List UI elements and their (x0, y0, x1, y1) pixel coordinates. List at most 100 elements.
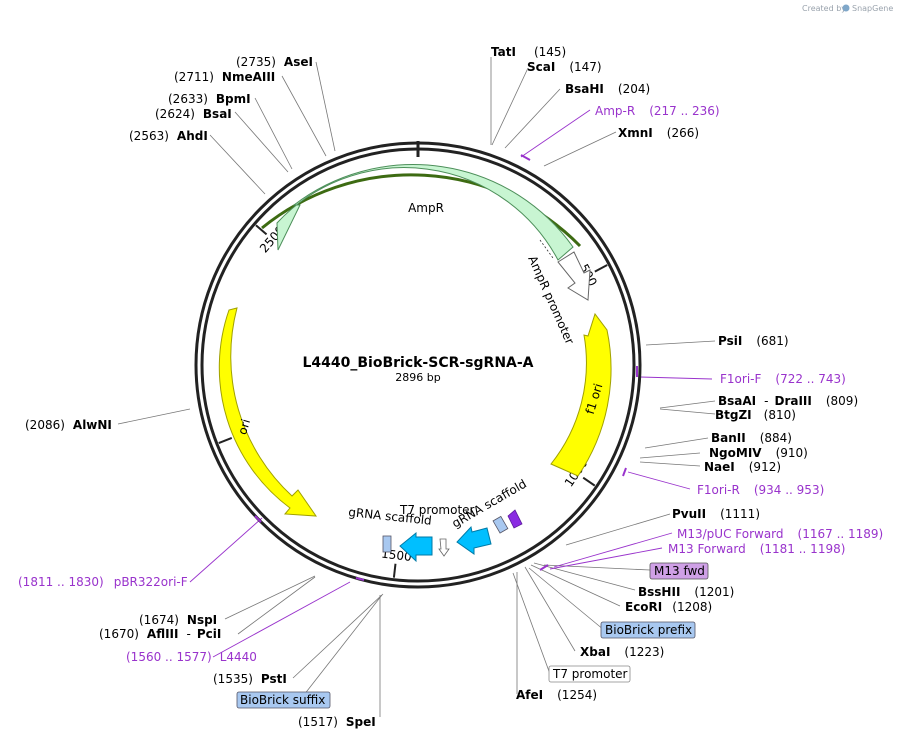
leader-PsiI (645, 340, 716, 346)
t7-promoter-arrow (438, 538, 450, 557)
primer-M13pUC[interactable]: M13/pUC Forward(1167 .. 1189) (677, 527, 883, 541)
ampr-promoter-arrow (557, 251, 591, 301)
leader-M13Fwd (549, 547, 663, 570)
leader-XmnI (543, 131, 617, 167)
f1ori-arrow (550, 312, 612, 477)
site-AhdI[interactable]: (2563)AhdI (129, 129, 208, 143)
box-t7-promoter[interactable]: T7 promoter (548, 665, 631, 683)
box-biobrick-prefix[interactable]: BioBrick prefix (600, 621, 696, 639)
snapgene-logo-icon (842, 4, 850, 12)
tick-mark-1000 (582, 476, 596, 487)
leader-F1oriR (627, 471, 691, 490)
site-AflIII-PciI[interactable]: (1670)AflIII-PciI (99, 627, 221, 641)
ori-arrow (218, 307, 317, 517)
leader-AlwNI (117, 408, 191, 425)
site-NgoMIV[interactable]: NgoMIV(910) (709, 446, 808, 460)
leader-suffix (299, 594, 383, 701)
leader-EcoRI (530, 564, 621, 607)
boxed-labels: M13 fwd BioBrick prefix T7 promoter BioB… (236, 562, 709, 709)
primer-mark-M13 (539, 564, 549, 571)
site-TatI[interactable]: TatI(145) (491, 45, 566, 59)
leader-M13pUC (553, 532, 673, 568)
site-AseI[interactable]: (2735)AseI (236, 55, 313, 69)
site-NmeAIII[interactable]: (2711)NmeAIII (174, 70, 275, 84)
site-XmnI[interactable]: XmnI(266) (618, 126, 699, 140)
small-purple-feature (507, 509, 523, 529)
site-PstI[interactable]: (1535)PstI (213, 672, 287, 686)
primer-F1oriR[interactable]: F1ori-R(934 .. 953) (697, 483, 824, 497)
primer-mark-pBR322 (254, 515, 262, 523)
leader-XbaI (524, 566, 576, 652)
leader-ScaI (491, 67, 529, 146)
plasmid-name: L4440_BioBrick-SCR-sgRNA-A (302, 355, 533, 371)
leader-F1oriF (639, 376, 713, 380)
primer-AmpR[interactable]: Amp-R(217 .. 236) (595, 104, 720, 118)
site-ScaI[interactable]: ScaI(147) (527, 60, 602, 74)
grna-scaffold-right-arrow (456, 525, 492, 555)
small-blue-box-1 (492, 515, 509, 534)
feature-label-ampr: AmpR (408, 201, 444, 215)
snapgene-credit: Created by SnapGene (802, 4, 893, 13)
primer-F1oriF[interactable]: F1ori-F(722 .. 743) (720, 372, 846, 386)
site-BpmI[interactable]: (2633)BpmI (168, 92, 251, 106)
leader-BsaAI (659, 400, 716, 409)
features (218, 164, 612, 563)
site-AfeI[interactable]: AfeI(1254) (516, 688, 597, 702)
site-NaeI[interactable]: NaeI(912) (704, 460, 781, 474)
box-suffix-text: BioBrick suffix (240, 693, 325, 707)
leader-L4440 (212, 581, 351, 658)
site-AlwNI[interactable]: (2086)AlwNI (25, 418, 112, 432)
site-BsaI[interactable]: (2624)BsaI (155, 107, 232, 121)
site-SpeI[interactable]: (1517)SpeI (298, 715, 376, 729)
leader-PstI (292, 593, 384, 679)
leader-AmpR-primer (520, 109, 591, 158)
leader-BsaI (234, 111, 289, 173)
primer-mark-F1oriR (622, 467, 627, 477)
small-blue-box-2 (382, 535, 392, 553)
plasmid-length: 2896 bp (395, 371, 440, 384)
leader-AhdI (209, 134, 266, 195)
leader-AseI (315, 61, 336, 152)
leader-pBR322 (189, 517, 263, 583)
site-BssHII[interactable]: BssHII(1201) (638, 585, 734, 599)
site-BsaHI[interactable]: BsaHI(204) (565, 82, 650, 96)
leader-lines (117, 57, 716, 717)
primer-labels: Amp-R(217 .. 236) F1ori-F(722 .. 743) F1… (18, 104, 883, 664)
leader-BssHII (533, 562, 636, 591)
feature-label-ori: ori (235, 417, 253, 436)
primer-pBR322[interactable]: (1811 .. 1830)pBR322ori-F (18, 575, 188, 589)
leader-BsaHI (504, 88, 561, 149)
site-BtgZI[interactable]: BtgZI(810) (715, 408, 796, 422)
primer-marks (254, 154, 638, 581)
primer-M13Fwd[interactable]: M13 Forward(1181 .. 1198) (668, 542, 845, 556)
grna-scaffold-left-arrow (399, 531, 433, 563)
site-PsiI[interactable]: PsiI(681) (718, 334, 789, 348)
site-PvuII[interactable]: PvuII(1111) (672, 507, 760, 521)
site-XbaI[interactable]: XbaI(1223) (580, 645, 664, 659)
restriction-sites: TatI(145) ScaI(147) BsaHI(204) XmnI(266)… (25, 45, 858, 729)
site-NspI[interactable]: (1674)NspI (139, 613, 217, 627)
box-t7-text: T7 promoter (552, 667, 628, 681)
box-biobrick-suffix[interactable]: BioBrick suffix (236, 691, 331, 709)
box-m13fwd[interactable]: M13 fwd (649, 562, 709, 580)
tick-mark-2500 (255, 224, 268, 236)
box-prefix-text: BioBrick prefix (605, 623, 692, 637)
tick-mark-2000 (218, 436, 233, 444)
leader-NmeAIII (281, 75, 327, 157)
site-BanII[interactable]: BanII(884) (711, 431, 792, 445)
site-BsaAI-DraIII[interactable]: BsaAI-DraIII(809) (718, 394, 858, 408)
leader-BpmI (254, 97, 293, 170)
primer-L4440[interactable]: (1560 .. 1577)L4440 (126, 650, 257, 664)
site-EcoRI[interactable]: EcoRI(1208) (625, 600, 712, 614)
ampr-arrow (276, 164, 574, 261)
leader-NgoMIV (639, 452, 701, 459)
leader-BtgZI (659, 408, 716, 415)
feature-label-t7-promoter: T7 promoter (399, 503, 475, 517)
credit-prefix: Created by (802, 4, 846, 13)
primer-mark-AmpR (520, 154, 531, 161)
primer-mark-L4440 (355, 577, 365, 581)
leader-AflIII (237, 576, 316, 635)
leader-m13fwd (543, 564, 651, 571)
leader-NaeI (639, 461, 701, 467)
